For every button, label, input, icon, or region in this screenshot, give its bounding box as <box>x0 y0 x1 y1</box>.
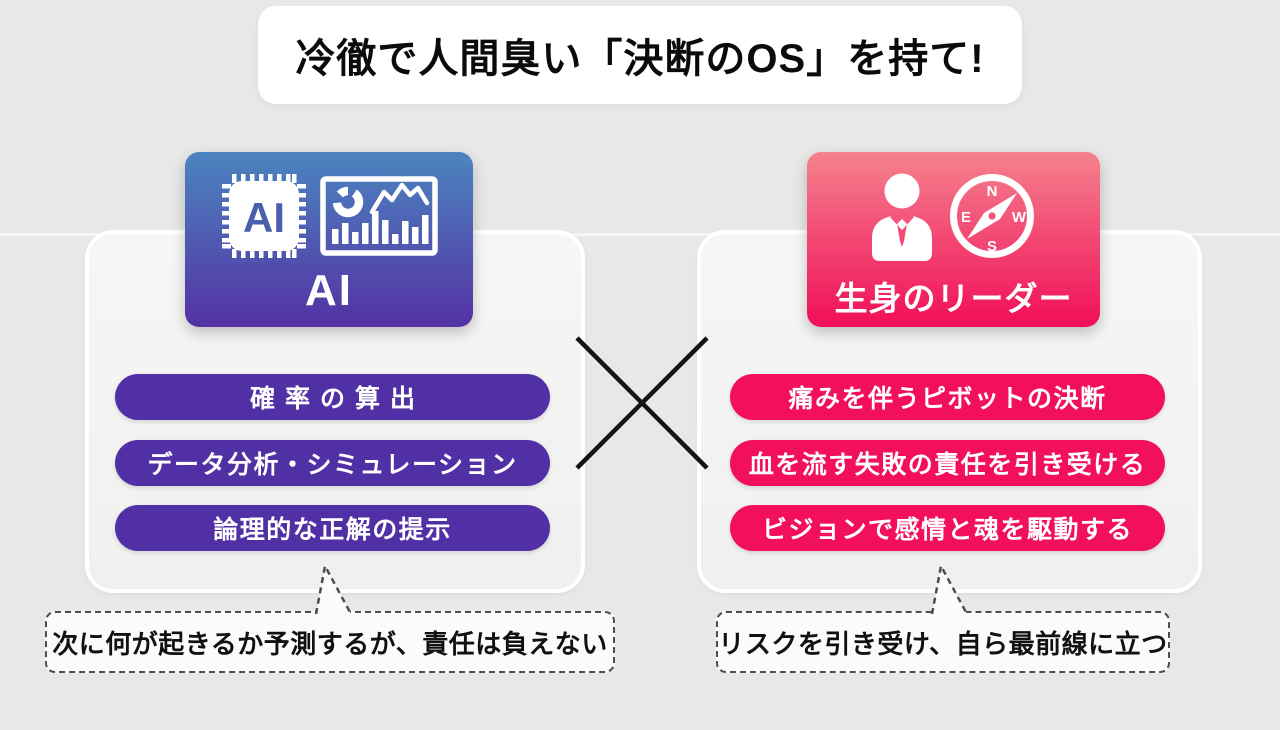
title-banner: 冷徹で人間臭い「決断のOS」を持て! <box>258 6 1022 104</box>
leader-note-bubble-tail <box>930 564 969 615</box>
ai-capability-pill: 論理的な正解の提示 <box>115 505 550 551</box>
compass-n-label: N <box>986 183 997 200</box>
analytics-chart-icon <box>320 176 438 256</box>
leader-card-label: 生身のリーダー <box>834 280 1073 317</box>
page-title: 冷徹で人間臭い「決断のOS」を持て! <box>295 37 985 81</box>
person-icon <box>871 173 932 261</box>
chip-ai-label: AI <box>243 194 285 241</box>
ai-card-label: AI <box>305 266 353 315</box>
ai-note-bubble-tail <box>314 564 353 615</box>
ai-capability-pill: データ分析・シミュレーション <box>115 440 550 486</box>
leader-card-icons: N S E W <box>870 168 1038 264</box>
leader-note-bubble: リスクを引き受け、自ら最前線に立つ <box>716 611 1170 673</box>
background-stripe <box>0 233 1280 236</box>
leader-header-card: N S E W 生身のリーダー <box>807 152 1100 327</box>
compass-s-label: S <box>986 238 996 255</box>
ai-header-card: AI AI <box>185 152 473 327</box>
ai-capability-pill: 確率の算出 <box>115 374 550 420</box>
compass-icon: N S E W <box>949 174 1034 258</box>
ai-chip-icon: AI <box>222 174 306 258</box>
ai-note-bubble: 次に何が起きるか予測するが、責任は負えない <box>45 611 615 673</box>
leader-role-pill: 血を流す失敗の責任を引き受ける <box>730 440 1165 486</box>
leader-role-pill: 痛みを伴うピボットの決断 <box>730 374 1165 420</box>
leader-role-pill: ビジョンで感情と魂を駆動する <box>730 505 1165 551</box>
compass-e-label: E <box>960 209 970 226</box>
ai-card-icons: AI <box>220 168 438 264</box>
compass-w-label: W <box>1011 209 1026 226</box>
x-mark-icon <box>575 336 709 470</box>
